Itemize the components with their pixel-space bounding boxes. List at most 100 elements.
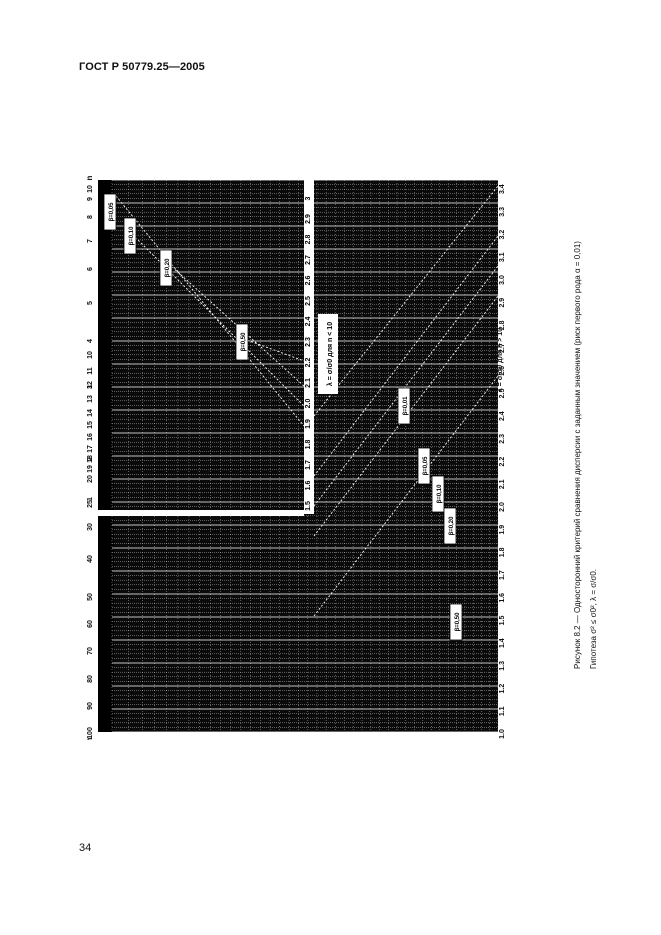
lambda-top-tick: 2.4 <box>305 317 312 327</box>
lambda-top-tick: 3 <box>305 196 312 200</box>
lambda-bottom-tick: 2.6 <box>499 366 506 376</box>
beta-label-upper: β=0,20 <box>165 258 171 278</box>
lambda-bottom-tick: 1.8 <box>499 547 506 557</box>
n-left-tick: 70 <box>87 647 94 655</box>
beta-label-lower-box <box>431 475 445 513</box>
lambda-top-tick: 1.5 <box>305 501 312 511</box>
panel-separator-top <box>304 180 314 514</box>
lambda-top-tick: 2.1 <box>305 378 312 388</box>
beta-label-lower: β=0,01 <box>403 396 409 416</box>
n-right-axis-label: n <box>86 176 94 180</box>
caption-hypothesis: Гипотеза σ² ≤ σ0², λ = σ/σ0. <box>589 568 598 669</box>
lambda-bottom-tick: 1.0 <box>499 729 506 739</box>
n-left-tick: 30 <box>87 523 94 531</box>
lambda-bottom-label: λ = σ/σ0 для n > 10 <box>496 328 504 392</box>
nomogram: n100908070605040302520191817161514131211… <box>86 176 506 740</box>
lambda-bottom-tick: 2.7 <box>499 343 506 353</box>
lambda-top-tick: 1.9 <box>305 419 312 429</box>
lambda-top-tick: 2.7 <box>305 255 312 265</box>
lambda-top-tick: 2.9 <box>305 214 312 224</box>
beta-curve-lower <box>313 185 499 417</box>
n-right-tick: 7 <box>87 239 94 243</box>
n-left-tick: 15 <box>87 421 94 429</box>
beta-label-upper: β=0,50 <box>241 332 247 352</box>
beta-curve-lower <box>313 265 499 507</box>
lambda-bottom-tick: 2.2 <box>499 457 506 467</box>
beta-label-upper-box <box>159 249 173 287</box>
lambda-top-tick: 2.2 <box>305 358 312 368</box>
beta-label-lower: β=0,05 <box>423 456 429 476</box>
n-right-tick: 1 <box>87 497 94 501</box>
caption-title: Рисунок 8.2 — Односторонний критерий сра… <box>573 241 582 669</box>
beta-label-lower-box <box>397 387 411 425</box>
beta-label-lower: β=0,50 <box>455 612 461 632</box>
n-right-tick: 6 <box>87 267 94 271</box>
beta-curve-upper <box>123 225 305 407</box>
lambda-bottom-tick: 3.2 <box>499 230 506 240</box>
beta-label-lower-box <box>417 447 431 485</box>
lambda-bottom-tick: 3.3 <box>499 207 506 217</box>
n-left-tick: 14 <box>87 409 94 417</box>
n-right-tick: 3 <box>87 385 94 389</box>
lambda-bottom-tick: 1.2 <box>499 684 506 694</box>
n-left-tick: 13 <box>87 395 94 403</box>
n-right-tick: 9 <box>87 197 94 201</box>
lambda-top-label: λ = σ/σ0 для n < 10 <box>326 322 334 386</box>
n-right-tick: 4 <box>87 339 94 343</box>
n-left-tick: 20 <box>87 475 94 483</box>
lambda-top-tick: 1.6 <box>305 481 312 491</box>
beta-curve-lower <box>313 375 499 617</box>
lambda-top-label-bg <box>318 314 338 394</box>
n-right-tick: 8 <box>87 215 94 219</box>
beta-label-lower: β=0,20 <box>449 516 455 536</box>
nomogram-figure: n100908070605040302520191817161514131211… <box>86 176 510 740</box>
lambda-bottom-tick: 2.4 <box>499 411 506 421</box>
beta-label-upper: β=0,05 <box>109 202 115 222</box>
n-left-tick: 11 <box>87 367 94 375</box>
lambda-bottom-tick: 3.1 <box>499 252 506 262</box>
lambda-bottom-tick: 2.0 <box>499 502 506 512</box>
beta-label-lower: β=0,10 <box>437 484 443 504</box>
n-left-tick: 18 <box>87 455 94 463</box>
lambda-bottom-tick: 1.4 <box>499 638 506 648</box>
document-header: ГОСТ Р 50779.25—2005 <box>79 61 205 73</box>
n-left-tick: 12 <box>87 381 94 389</box>
lambda-top-tick: 1.7 <box>305 460 312 470</box>
lambda-bottom-tick: 2.5 <box>499 389 506 399</box>
n-left-tick: 80 <box>87 675 94 683</box>
n-left-tick: 50 <box>87 593 94 601</box>
beta-label-lower-box <box>443 507 457 545</box>
lambda-bottom-tick: 2.3 <box>499 434 506 444</box>
n-right-tick: 10 <box>87 185 94 193</box>
lambda-bottom-tick: 2.9 <box>499 298 506 308</box>
lambda-bottom-tick: 1.1 <box>499 706 506 716</box>
beta-label-upper-box <box>123 217 137 255</box>
lambda-top-tick: 1.8 <box>305 440 312 450</box>
n-left-axis-label: n <box>86 737 94 740</box>
page-number: 34 <box>79 842 92 854</box>
lambda-bottom-tick: 3.0 <box>499 275 506 285</box>
n-left-tick: 40 <box>87 555 94 563</box>
n-left-tick: 90 <box>87 702 94 710</box>
figure-caption: Рисунок 8.2 — Односторонний критерий сра… <box>572 241 600 669</box>
lambda-bottom-tick: 2.8 <box>499 320 506 330</box>
n-left-tick: 25 <box>87 500 94 508</box>
panel-separator-left <box>88 510 304 516</box>
lambda-bottom-tick: 2.1 <box>499 479 506 489</box>
beta-label-upper-box <box>235 323 249 361</box>
lambda-bottom-tick: 3.4 <box>499 184 506 194</box>
beta-curve-upper <box>159 255 305 387</box>
lambda-top-tick: 2.3 <box>305 337 312 347</box>
lambda-top-tick: 2.8 <box>305 235 312 245</box>
n-left-tick: 19 <box>87 465 94 473</box>
n-left-tick: 17 <box>87 445 94 453</box>
n-left-tick: 10 <box>87 351 94 359</box>
lambda-bottom-tick: 1.7 <box>499 570 506 580</box>
n-left-tick: 60 <box>87 620 94 628</box>
n-left-tick: 100 <box>87 727 94 739</box>
beta-label-lower-box <box>449 603 463 641</box>
n-left-tick: 16 <box>87 433 94 441</box>
beta-label-upper-box <box>103 193 117 231</box>
lambda-bottom-tick: 1.9 <box>499 525 506 535</box>
lambda-top-tick: 2.5 <box>305 296 312 306</box>
